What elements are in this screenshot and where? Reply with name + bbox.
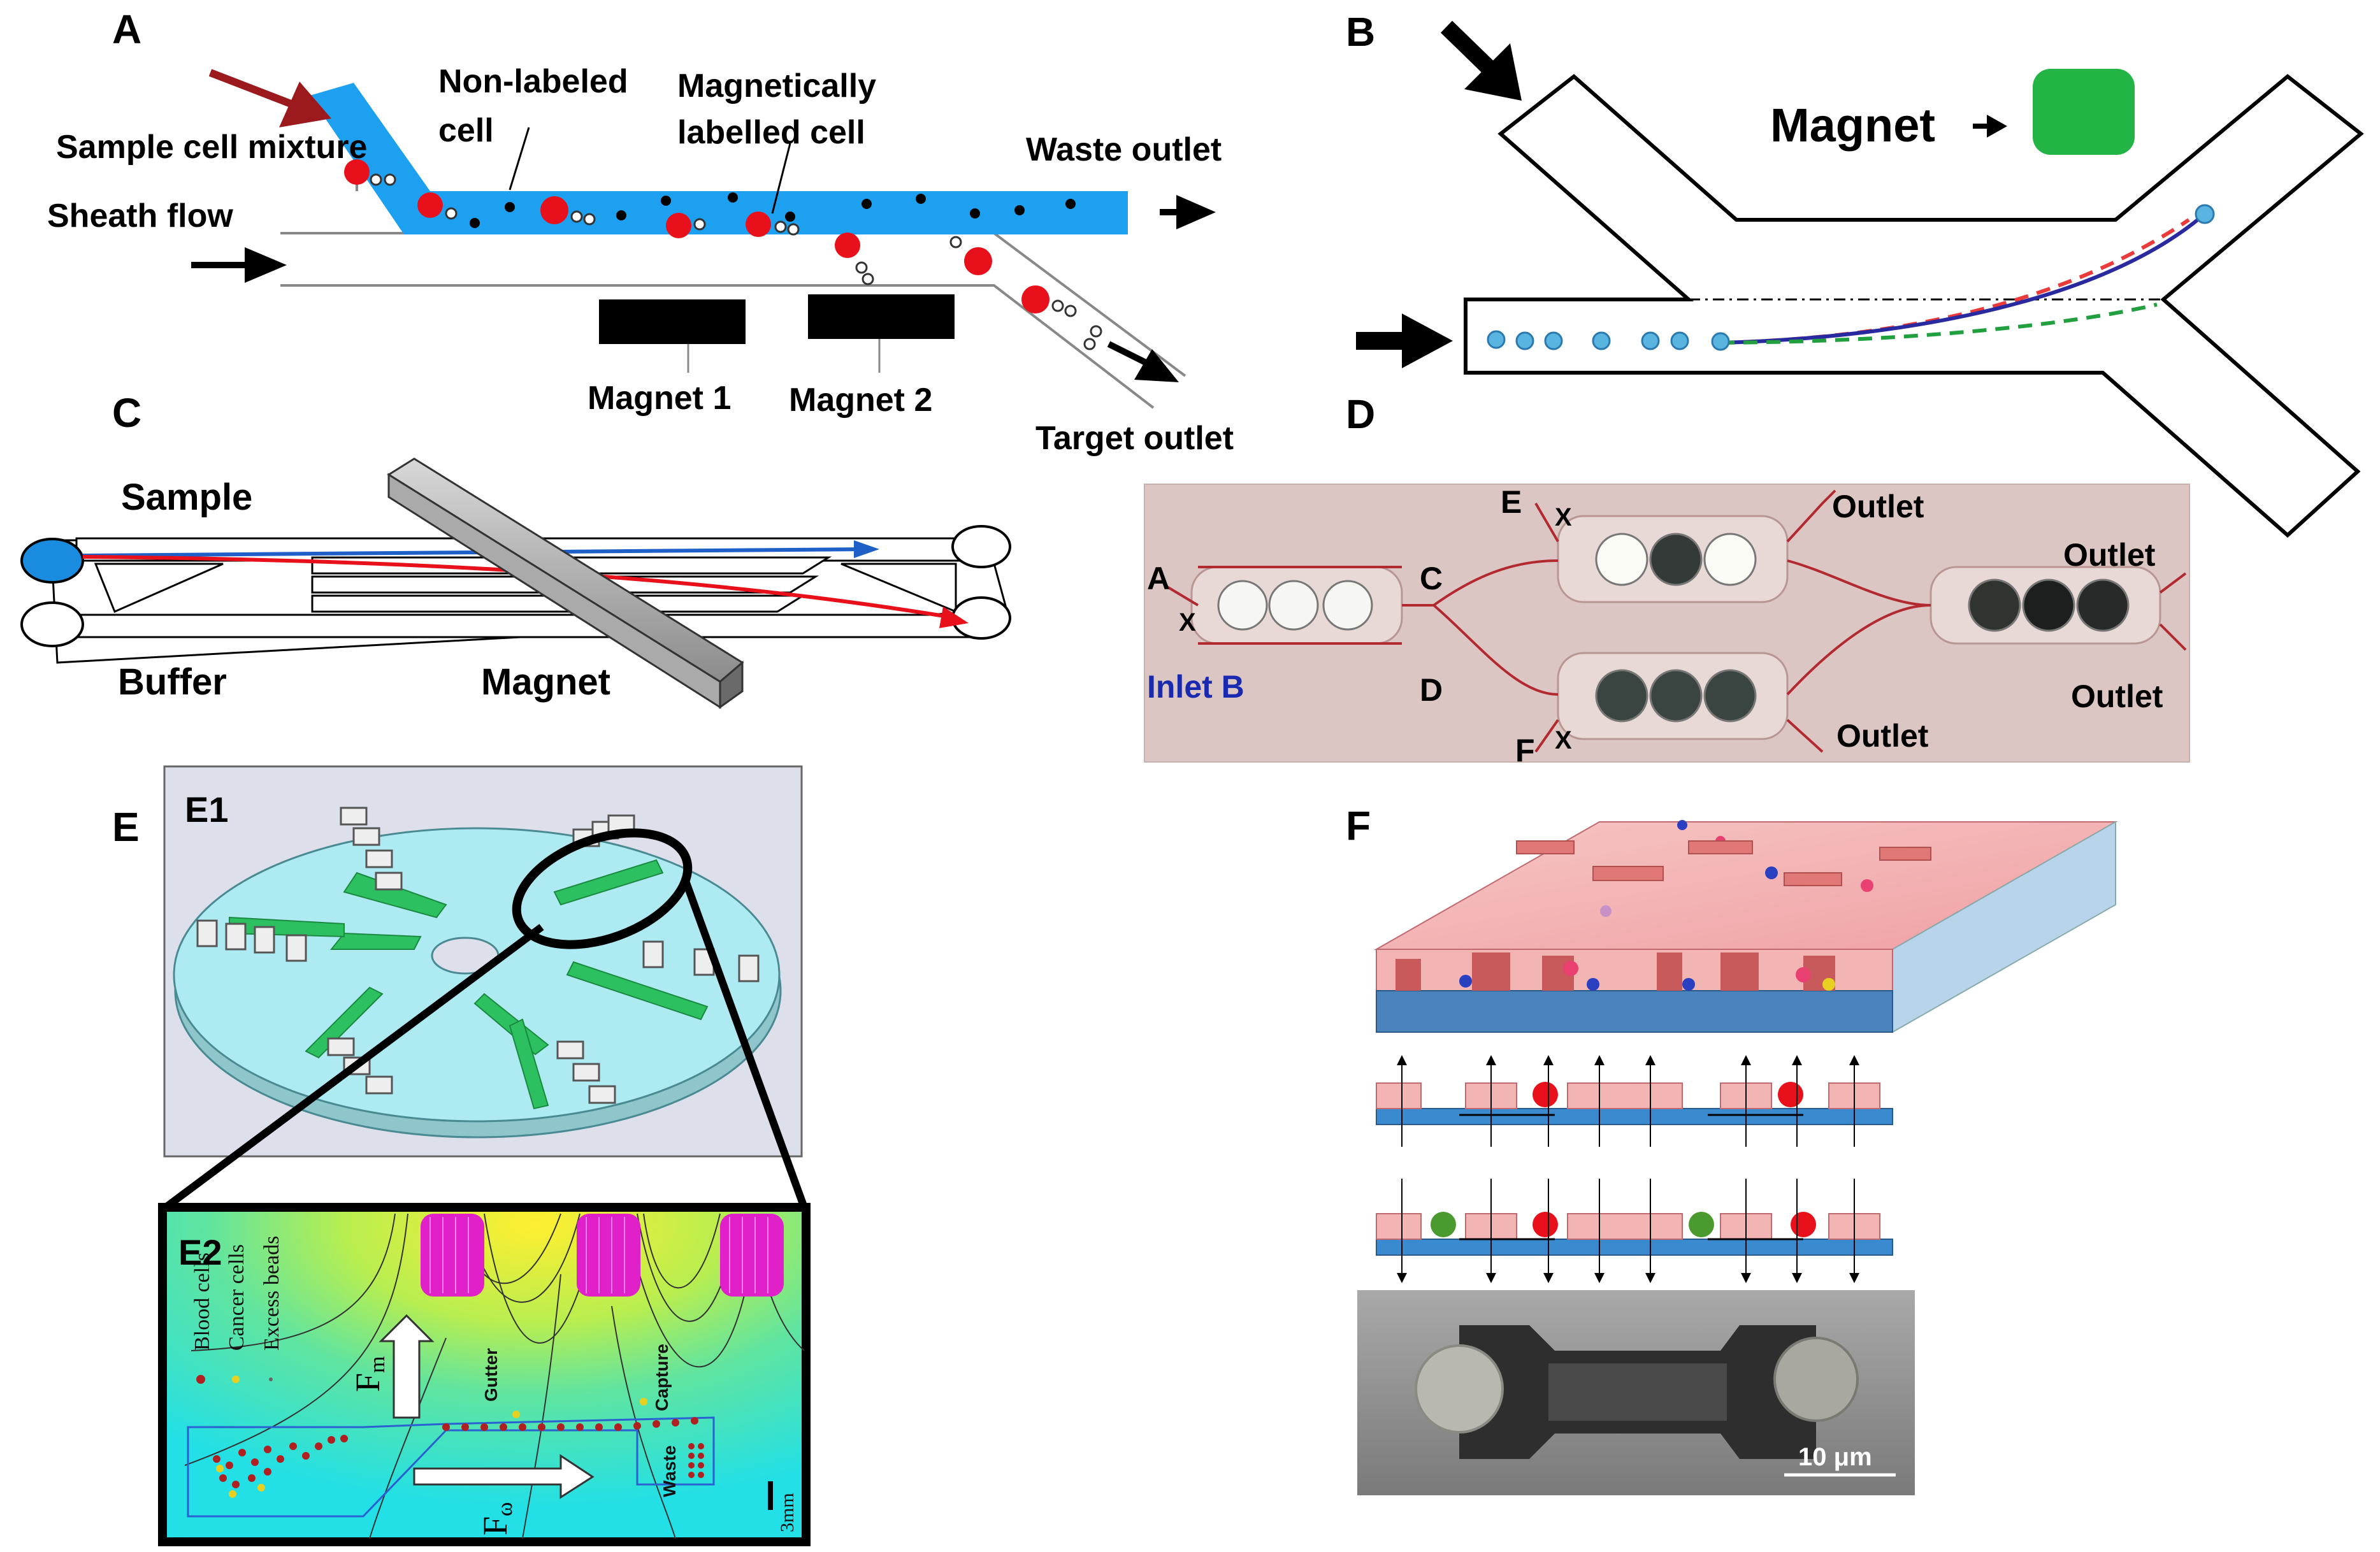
panel-a-label: A [112, 6, 141, 52]
label-outlet-4: Outlet [1836, 718, 1929, 754]
trajectory-blue [1720, 215, 2203, 345]
label-d-f: F [1515, 733, 1535, 768]
labelled-cells [344, 159, 1102, 350]
label-fw: Fω [476, 1502, 517, 1535]
trajectory-green [1720, 303, 2158, 345]
label-labelled-cell: labelled cell [677, 114, 865, 151]
input-arrow-left [1402, 313, 1453, 368]
label-scale-10um: 10 μm [1798, 1443, 1872, 1471]
waste-arrow [1176, 195, 1216, 229]
label-fm: Fm [349, 1356, 389, 1393]
cross-section-2 [1376, 1212, 1893, 1256]
panel-b: B Magnet [1346, 9, 2364, 538]
panel-f-label: F [1346, 803, 1371, 849]
label-magnet-2: Magnet 2 [789, 382, 932, 419]
label-magnet-b: Magnet [1770, 99, 1935, 152]
label-capture: Capture [652, 1344, 672, 1411]
non-labeled-cells [470, 192, 1076, 228]
legend-excess-beads: Excess beads [260, 1236, 284, 1351]
sample-port [20, 538, 84, 584]
panel-b-label: B [1346, 9, 1375, 55]
label-cell: cell [438, 112, 494, 149]
force-arrow-centrifugal [413, 1454, 595, 1499]
label-d-x2: X [1555, 503, 1572, 531]
label-waste-outlet: Waste outlet [1026, 131, 1222, 168]
label-outlet-3: Outlet [2071, 679, 2163, 714]
disk-magnets [196, 807, 760, 1104]
label-d-x3: X [1555, 726, 1572, 754]
magnet-b [2033, 69, 2135, 155]
label-d-x1: X [1179, 608, 1196, 636]
particles [1487, 330, 1730, 351]
e2-cells [213, 1398, 704, 1498]
label-target-outlet: Target outlet [1035, 420, 1234, 457]
label-d-a: A [1147, 561, 1170, 596]
cross-section-1 [1376, 1082, 1893, 1125]
chip-3d-pillars [1396, 952, 1835, 991]
panel-a: A [47, 6, 1234, 457]
panel-c: C Sample Buffer Magnet [20, 390, 1011, 709]
label-sheath-flow: Sheath flow [47, 198, 233, 234]
zoom-circle [512, 828, 693, 949]
label-sample-c: Sample [121, 477, 252, 518]
disk-channels [229, 859, 709, 1110]
panel-e-label: E [112, 804, 140, 850]
panel-d: D [1144, 391, 2190, 768]
label-outlet-2: Outlet [2063, 537, 2156, 573]
legend-blood-cells: Blood cells [191, 1253, 214, 1351]
panel-d-label: D [1346, 391, 1375, 437]
label-sample-cell-mixture: Sample cell mixture [56, 129, 367, 166]
sem-cell-right [1773, 1337, 1859, 1422]
e1-label: E1 [185, 789, 229, 830]
sheath-arrow [245, 247, 287, 283]
e2-channel [187, 1416, 715, 1518]
force-arrow-magnetic [379, 1314, 435, 1419]
magnet-2 [808, 294, 955, 339]
label-d-c: C [1420, 561, 1443, 596]
label-outlet-1: Outlet [1832, 489, 1924, 524]
magnet-1 [599, 299, 746, 344]
buffer-port [20, 601, 84, 647]
label-d-e: E [1501, 484, 1522, 520]
y-channel [1464, 74, 2364, 538]
label-scale-3mm: 3mm [777, 1493, 798, 1532]
label-gutter: Gutter [481, 1348, 501, 1402]
label-d-d: D [1420, 672, 1443, 708]
label-magnetically: Magnetically [677, 68, 876, 104]
input-arrow-top [1464, 43, 1522, 101]
panel-f: F [1346, 803, 2118, 1495]
sample-input-arrow [279, 82, 331, 127]
panel-c-label: C [112, 390, 141, 436]
label-inlet-b: Inlet B [1147, 669, 1244, 705]
label-magnet-c: Magnet [481, 661, 610, 703]
label-non-labeled: Non-labeled [438, 63, 628, 100]
target-arrow [1134, 349, 1179, 382]
field-arrows [1397, 1055, 1859, 1283]
e2-label: E2 [178, 1232, 222, 1272]
label-magnet-1: Magnet 1 [588, 380, 731, 417]
legend-cancer-cells: Cancer cells [225, 1244, 249, 1351]
label-buffer-c: Buffer [118, 661, 227, 703]
label-waste: Waste [660, 1446, 679, 1497]
panel-e: E E1 [112, 765, 811, 1546]
sem-cell-left [1415, 1344, 1504, 1433]
